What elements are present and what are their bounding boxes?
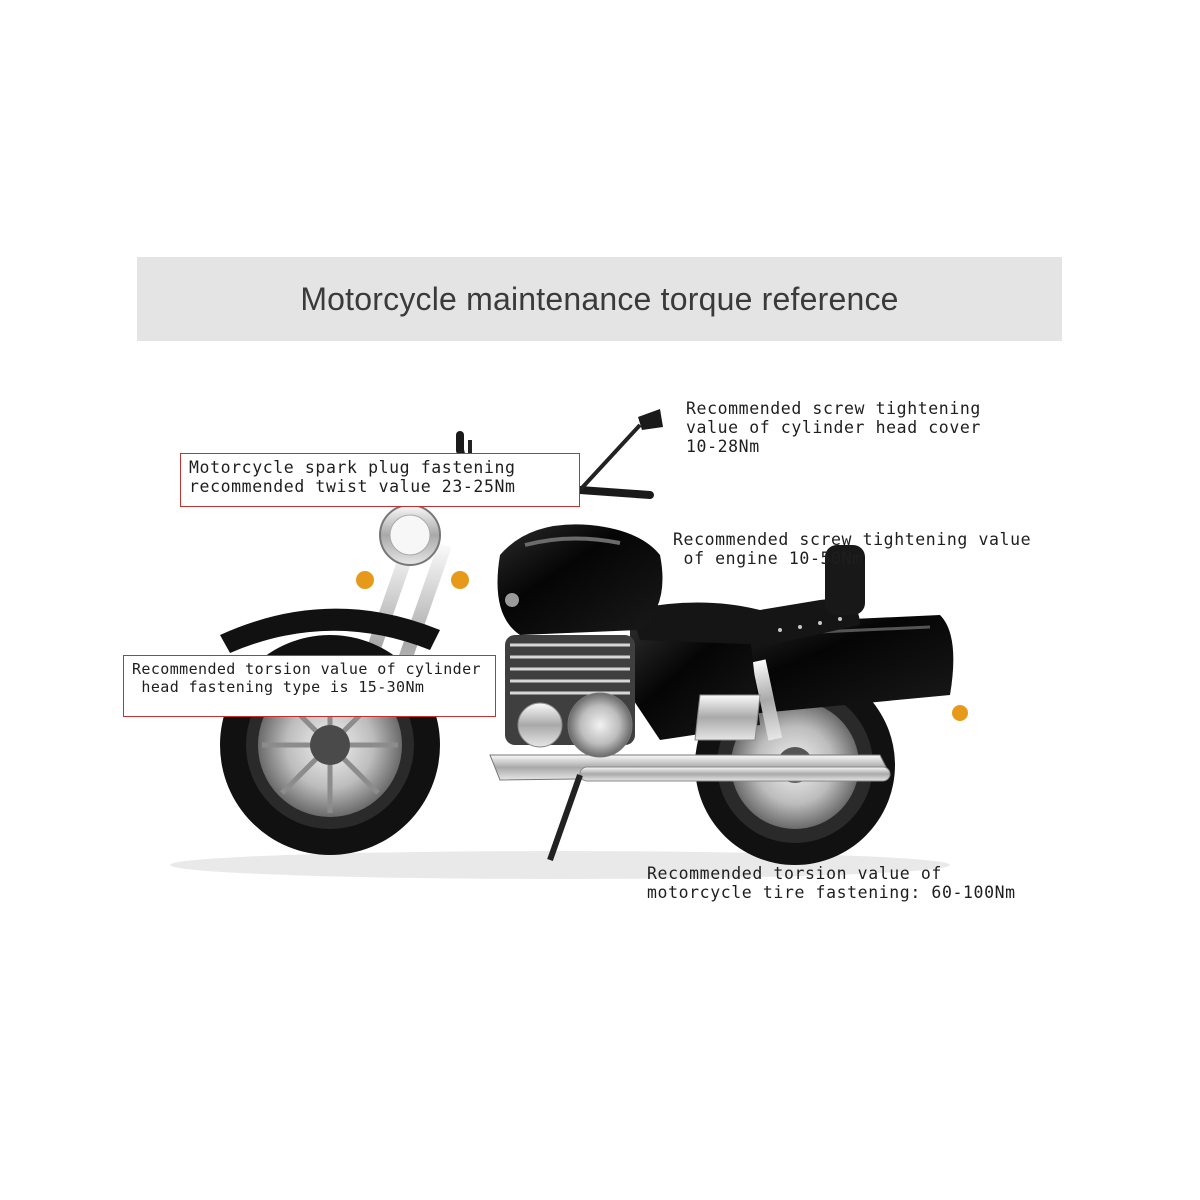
rear-shock <box>751 659 783 741</box>
spark-plug-torque-callout: Motorcycle spark plug fastening recommen… <box>180 453 580 507</box>
fuel-tank <box>497 524 663 635</box>
title-banner: Motorcycle maintenance torque reference <box>137 257 1062 341</box>
cylinder-head-torque-callout: Recommended torsion value of cylinder he… <box>123 655 496 717</box>
turn-signal-right <box>451 571 469 589</box>
tire-torque-label: Recommended torsion value of motorcycle … <box>647 864 1016 902</box>
exhaust-pipe <box>489 754 891 782</box>
front-fender <box>220 608 440 653</box>
cylinder-head-cover-torque-label: Recommended screw tightening value of cy… <box>686 399 981 456</box>
page-title: Motorcycle maintenance torque reference <box>300 280 899 317</box>
turn-signal-left <box>356 571 374 589</box>
turn-signal-rear <box>952 705 968 721</box>
engine-torque-label: Recommended screw tightening value of en… <box>673 530 1032 568</box>
headlight <box>379 504 441 566</box>
engine-block <box>505 635 635 758</box>
footpeg <box>694 694 761 741</box>
kickstand <box>547 774 583 861</box>
ground-shadow <box>170 851 950 879</box>
seat <box>630 545 865 645</box>
